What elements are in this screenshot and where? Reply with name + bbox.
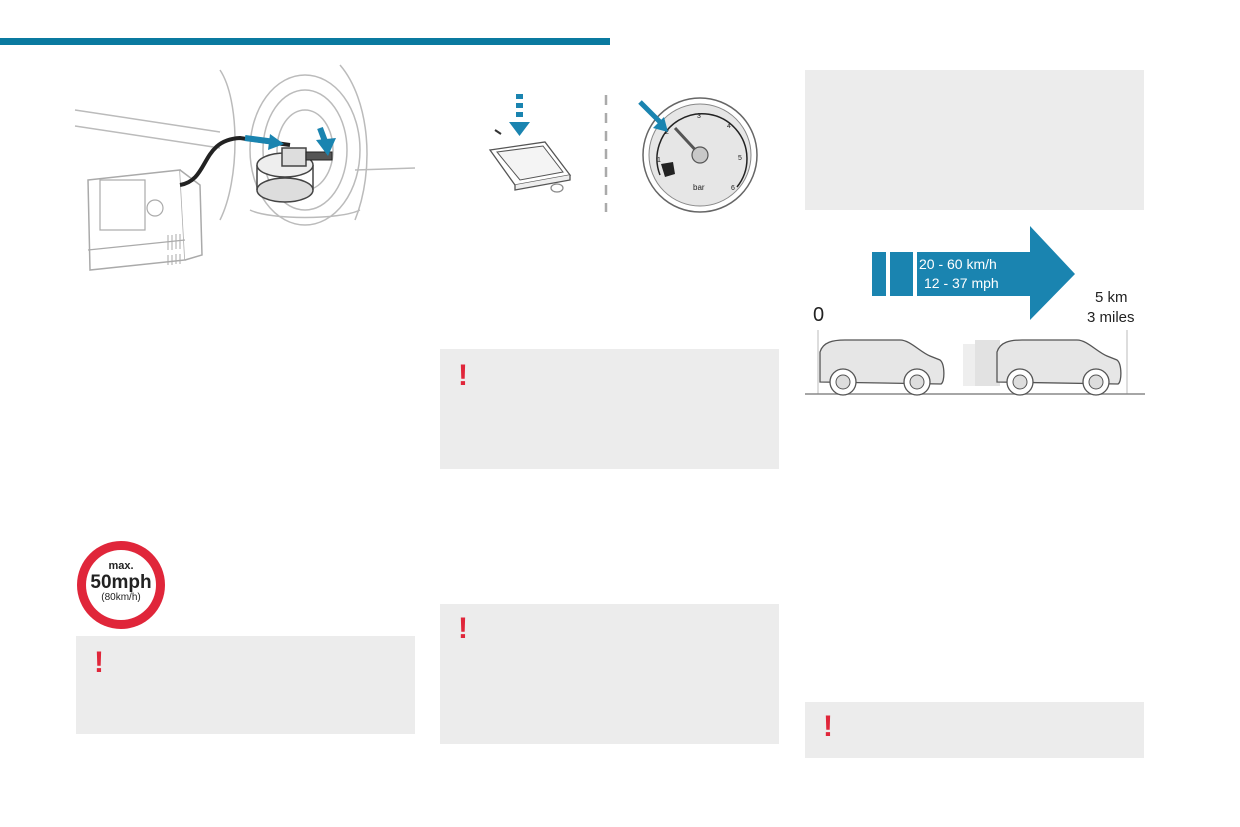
svg-text:20 - 60 km/h: 20 - 60 km/h bbox=[919, 256, 997, 272]
warning-box-1: ! bbox=[76, 636, 415, 734]
warning-icon: ! bbox=[94, 646, 104, 679]
speed-limit-sign: max. 50mph (80km/h) bbox=[77, 541, 165, 629]
pressure-gauge-icon: 1 2 3 4 5 6 bar bbox=[638, 97, 758, 213]
svg-text:6: 6 bbox=[731, 185, 735, 192]
compressor-illustration bbox=[74, 64, 416, 271]
svg-text:(80km/h): (80km/h) bbox=[101, 592, 140, 603]
warning-icon: ! bbox=[823, 710, 833, 743]
svg-text:bar: bar bbox=[693, 183, 705, 192]
warning-box-4: ! bbox=[805, 702, 1144, 758]
svg-text:5 km: 5 km bbox=[1095, 289, 1128, 306]
svg-text:0: 0 bbox=[813, 304, 824, 326]
svg-text:3 miles: 3 miles bbox=[1087, 309, 1135, 326]
warning-icon: ! bbox=[458, 612, 468, 645]
svg-text:2: 2 bbox=[665, 129, 669, 136]
svg-text:50mph: 50mph bbox=[90, 572, 151, 593]
svg-text:max.: max. bbox=[108, 560, 133, 572]
press-button-icon bbox=[488, 94, 572, 193]
svg-text:5: 5 bbox=[738, 155, 742, 162]
header-accent-bar bbox=[0, 38, 610, 45]
svg-text:4: 4 bbox=[727, 123, 731, 130]
warning-icon: ! bbox=[458, 359, 468, 392]
svg-text:12 - 37 mph: 12 - 37 mph bbox=[924, 275, 999, 291]
svg-text:3: 3 bbox=[697, 113, 701, 120]
warning-box-3: ! bbox=[440, 604, 779, 744]
svg-text:1: 1 bbox=[657, 157, 661, 164]
warning-box-2: ! bbox=[440, 349, 779, 469]
car-moving-icon bbox=[963, 339, 1122, 396]
info-box-top-right bbox=[805, 70, 1144, 210]
button-gauge-illustration: 1 2 3 4 5 6 bar bbox=[488, 94, 758, 213]
drive-distance-illustration: 20 - 60 km/h 12 - 37 mph 0 5 km 3 miles bbox=[805, 226, 1145, 396]
car-start-icon bbox=[819, 339, 945, 396]
